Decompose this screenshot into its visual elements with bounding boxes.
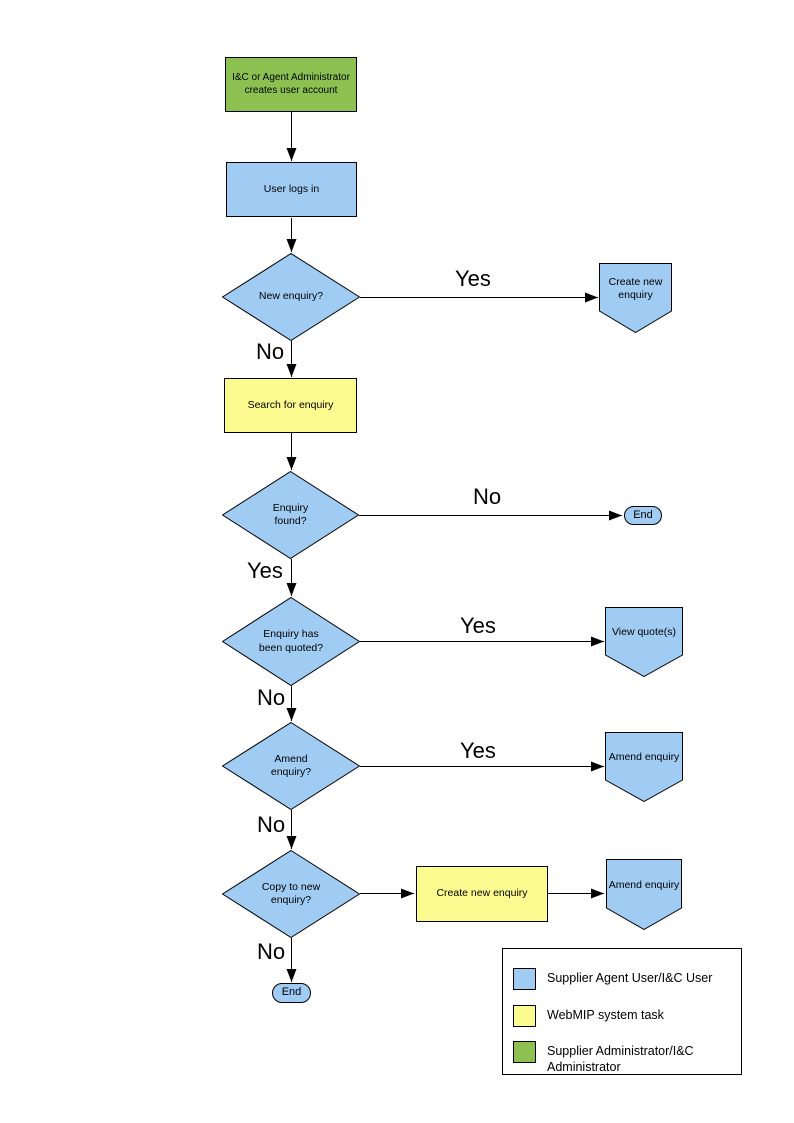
decision-enquiry-quoted: Enquiry has been quoted? <box>222 597 360 686</box>
node-label: Enquiry found? <box>272 501 309 527</box>
node-create-new-enquiry-task: Create new enquiry <box>416 866 548 922</box>
decision-new-enquiry: New enquiry? <box>222 253 360 341</box>
branch-label-new-enquiry-yes: Yes <box>455 266 491 291</box>
legend-label: Supplier Agent User/I&C User <box>547 971 713 985</box>
terminator-end-bottom: End <box>272 983 311 1003</box>
node-create-new-enquiry: Create new enquiry <box>599 263 672 333</box>
node-amend-enquiry-2: Amend enquiry <box>606 859 682 930</box>
node-label: I&C or Agent Administrator creates user … <box>232 72 350 96</box>
branch-label-new-enquiry-no: No <box>256 339 285 364</box>
legend-swatch-yellow <box>513 1005 536 1027</box>
node-label: Amend enquiry <box>608 751 680 764</box>
legend-label: WebMIP system task <box>547 1008 664 1022</box>
legend: Supplier Agent User/I&C User WebMIP syst… <box>502 948 742 1075</box>
branch-label-amend-enquiry-yes: Yes <box>460 738 496 763</box>
node-label: Copy to new enquiry? <box>261 880 321 906</box>
node-label: End <box>281 986 302 999</box>
decision-enquiry-found: Enquiry found? <box>222 471 359 559</box>
legend-label: Supplier Administrator/I&C Administrator <box>547 1044 694 1075</box>
node-create-user-account: I&C or Agent Administrator creates user … <box>225 57 357 112</box>
node-search-for-enquiry: Search for enquiry <box>224 378 357 433</box>
branch-label-enquiry-found-yes: Yes <box>247 558 283 583</box>
branch-label-amend-enquiry-no: No <box>257 812 286 837</box>
node-view-quotes: View quote(s) <box>605 607 683 677</box>
branch-label-enquiry-quoted-yes: Yes <box>460 613 496 638</box>
terminator-end-right: End <box>624 506 662 525</box>
node-label: End <box>633 508 653 521</box>
branch-label-enquiry-quoted-no: No <box>257 685 286 710</box>
node-label: Amend enquiry <box>608 878 680 891</box>
node-label: New enquiry? <box>258 290 324 303</box>
decision-copy-to-new-enquiry: Copy to new enquiry? <box>222 850 360 938</box>
node-label: View quote(s) <box>611 626 676 639</box>
node-label: Enquiry has been quoted? <box>258 628 324 654</box>
node-user-logs-in: User logs in <box>226 162 357 217</box>
branch-label-enquiry-found-no: No <box>473 484 502 509</box>
legend-item-user: Supplier Agent User/I&C User <box>513 968 735 990</box>
node-label: User logs in <box>263 182 320 195</box>
node-amend-enquiry: Amend enquiry <box>605 732 683 802</box>
node-label: Create new enquiry <box>436 887 528 900</box>
node-label: Search for enquiry <box>247 398 334 411</box>
legend-item-admin: Supplier Administrator/I&C Administrator <box>513 1041 735 1076</box>
legend-swatch-blue <box>513 968 536 990</box>
decision-amend-enquiry: Amend enquiry? <box>222 722 360 810</box>
node-label: Amend enquiry? <box>270 752 312 778</box>
node-label: Create new enquiry <box>608 275 663 301</box>
legend-swatch-green <box>513 1041 536 1063</box>
legend-item-system: WebMIP system task <box>513 1005 735 1027</box>
branch-label-copy-to-new-no: No <box>257 939 286 964</box>
